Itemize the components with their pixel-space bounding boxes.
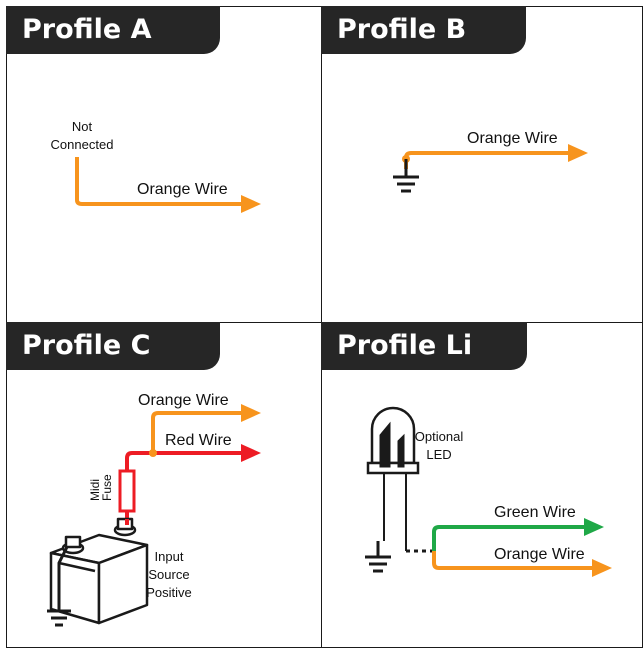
ground-icon: [47, 546, 71, 627]
led-icon: [366, 406, 420, 551]
green-wire-arrowhead: [584, 518, 604, 536]
label-orange-wire: Orange Wire: [137, 181, 228, 198]
label-orange-wire: Orange Wire: [467, 130, 558, 147]
label-not: Not: [72, 119, 93, 134]
orange-wire-line: [151, 411, 247, 453]
battery-icon: [49, 517, 149, 625]
label-source: Source: [148, 567, 189, 582]
orange-wire-arrowhead: [241, 404, 261, 422]
green-wire-line: [432, 525, 590, 551]
label-midi: Midi: [88, 479, 102, 501]
label-connected: Connected: [51, 137, 114, 152]
orange-wire-line: [432, 551, 598, 570]
orange-wire-arrowhead: [592, 559, 612, 577]
orange-wire-arrowhead: [241, 195, 261, 213]
orange-wire-line: [404, 151, 574, 169]
label-green-wire: Green Wire: [494, 504, 576, 521]
orange-wire-arrowhead: [568, 144, 588, 162]
red-wire-arrowhead: [241, 444, 261, 462]
panel-title: Profile B: [321, 6, 526, 54]
red-wire-line: [125, 451, 247, 463]
diagram-profile-a: Not Connected Orange Wire: [51, 119, 261, 213]
ground-icon: [365, 541, 391, 573]
label-orange-wire: Orange Wire: [494, 546, 585, 563]
label-red-wire: Red Wire: [165, 432, 232, 449]
label-orange-wire: Orange Wire: [138, 392, 229, 409]
panel-profile-li: Profile Li Optional LED: [321, 322, 643, 648]
diagram-profile-li: Optional LED Green Wire Orange Wire: [365, 406, 612, 577]
diagram-profile-b: Orange Wire: [393, 130, 588, 193]
label-optional: Optional: [415, 429, 464, 444]
panel-title: Profile A: [6, 6, 220, 54]
label-positive: Positive: [146, 585, 192, 600]
panel-profile-c: Profile C Orange Wire Red Wire Midi Fuse: [6, 322, 322, 648]
panel-profile-b: Profile B Orange Wire: [321, 6, 643, 323]
orange-wire-line: [75, 157, 247, 206]
fuse-icon: [118, 469, 136, 513]
label-fuse: Fuse: [100, 474, 114, 501]
junction-dot: [149, 449, 157, 457]
ground-icon: [393, 159, 419, 193]
diagram-profile-c: Orange Wire Red Wire Midi Fuse: [47, 392, 261, 627]
panel-title: Profile Li: [321, 322, 527, 370]
label-led: LED: [426, 447, 451, 462]
panel-title: Profile C: [6, 322, 220, 370]
panel-profile-a: Profile A Not Connected Orange Wire: [6, 6, 322, 323]
label-input: Input: [155, 549, 184, 564]
